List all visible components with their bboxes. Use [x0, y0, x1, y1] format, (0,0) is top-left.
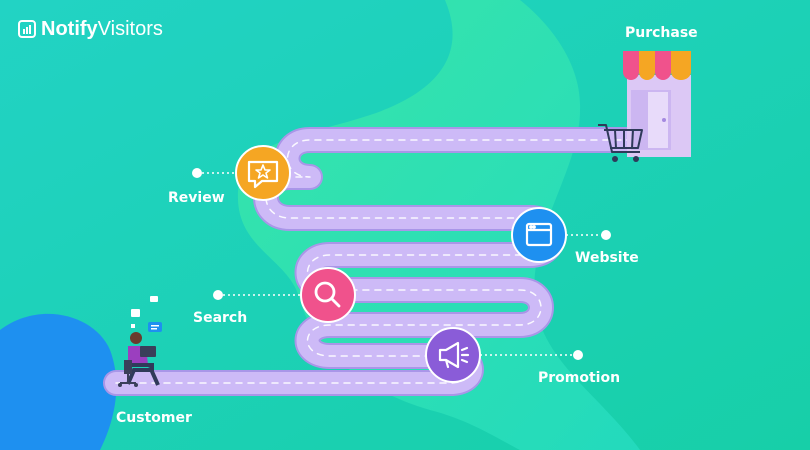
bar-chart-icon: [18, 20, 36, 38]
search-node: [300, 267, 356, 323]
customer-label: Customer: [116, 410, 192, 426]
website-label: Website: [575, 250, 639, 266]
corner-blob: [0, 313, 117, 450]
website-node: [511, 207, 567, 263]
promotion-node: [425, 327, 481, 383]
search-label: Search: [193, 310, 248, 326]
brand-name: NotifyVisitors: [41, 18, 163, 40]
review-label: Review: [168, 190, 225, 206]
brand-logo: NotifyVisitors: [18, 18, 163, 40]
storefront-cart-icon: [598, 51, 691, 162]
purchase-label: Purchase: [625, 25, 698, 41]
connectors: [192, 168, 611, 360]
megaphone-icon: [438, 341, 470, 369]
browser-window-icon: [525, 222, 553, 247]
review-node: [235, 145, 291, 201]
star-speech-bubble-icon: [247, 160, 279, 189]
promotion-label: Promotion: [538, 370, 621, 386]
person-with-laptop-icon: [118, 296, 162, 387]
magnifier-icon: [314, 281, 341, 308]
